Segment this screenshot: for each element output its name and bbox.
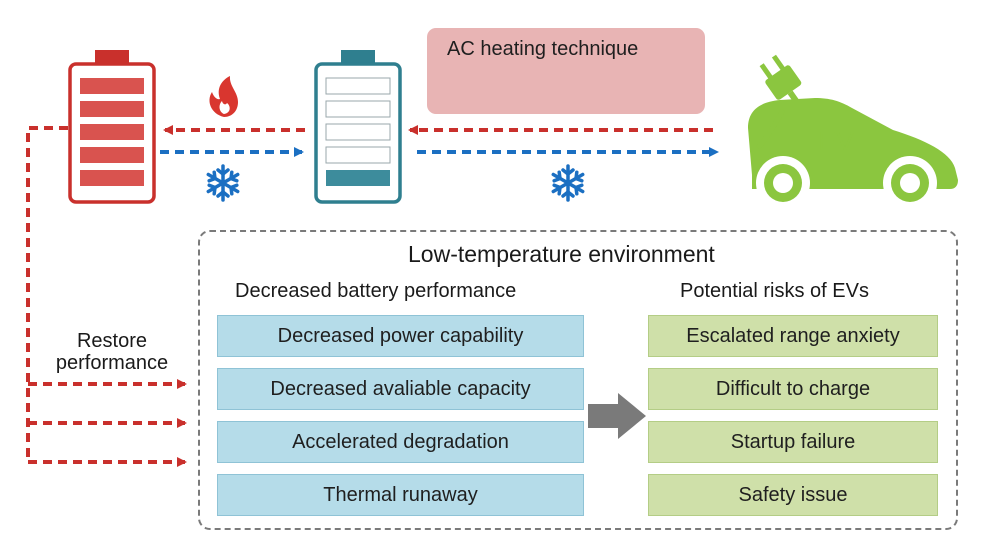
ev-risk-item: Escalated range anxiety (648, 315, 938, 357)
battery-effect-item: Thermal runaway (217, 474, 584, 516)
ev-risks-heading: Potential risks of EVs (680, 280, 869, 302)
ac-heating-box (427, 28, 705, 114)
battery-effect-item: Decreased power capability (217, 315, 584, 357)
battery-low-icon (314, 50, 402, 204)
restore-text: Restore performance (55, 330, 169, 374)
environment-title: Low-temperature environment (408, 241, 715, 267)
gray-arrow-icon (588, 393, 646, 439)
battery-effect-item: Decreased avaliable capacity (217, 368, 584, 410)
snowflake-icon (206, 164, 240, 202)
ev-risk-item: Safety issue (648, 474, 938, 516)
ev-risk-item: Difficult to charge (648, 368, 938, 410)
environment-panel (198, 230, 958, 530)
flame-icon (209, 76, 238, 117)
ac-heating-title: AC heating technique (447, 38, 639, 60)
battery-effects-heading: Decreased battery performance (235, 280, 517, 302)
ev-car-plug-icon (748, 54, 958, 210)
snowflake-icon (551, 164, 585, 202)
ev-risk-item: Startup failure (648, 421, 938, 463)
restore-arrows (26, 126, 187, 467)
restore-performance-label: Restore performance (48, 330, 176, 374)
battery-effect-item: Accelerated degradation (217, 421, 584, 463)
ev-label: EV (818, 126, 855, 156)
battery-charged-icon (68, 50, 156, 204)
